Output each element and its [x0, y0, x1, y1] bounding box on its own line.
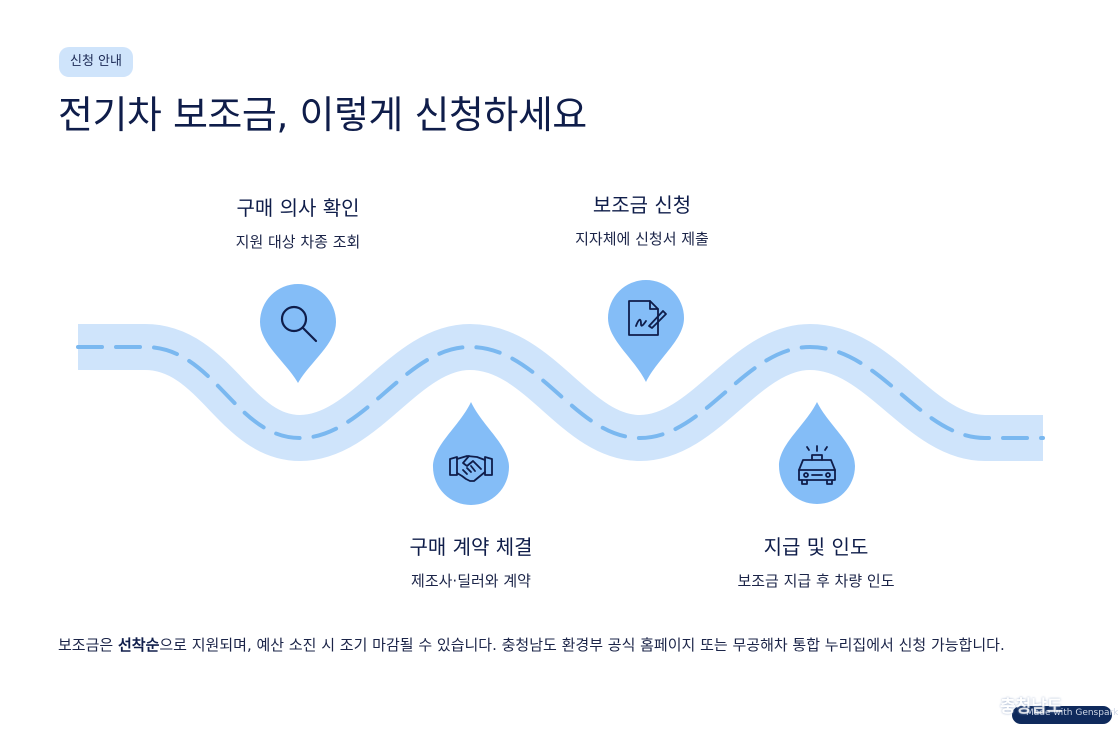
car-icon — [798, 445, 836, 485]
page-title: 전기차 보조금, 이렇게 신청하세요 — [58, 93, 587, 137]
road-center-line — [76, 344, 1045, 441]
step-2-subtitle: 제조사·딜러와 계약 — [411, 572, 531, 590]
step-1-pin — [260, 284, 336, 383]
handshake-icon — [449, 455, 493, 482]
note-emphasis: 선착순 — [117, 636, 160, 654]
document-sign-icon — [628, 300, 667, 336]
step-3-title: 보조금 신청 — [592, 193, 692, 217]
step-3-subtitle: 지자체에 신청서 제출 — [575, 230, 709, 248]
step-4-subtitle: 보조금 지급 후 차량 인도 — [737, 572, 895, 590]
step-1-label: 구매 의사 확인 지원 대상 차종 조회 — [168, 192, 428, 252]
info-note: 보조금은 선착순으로 지원되며, 예산 소진 시 조기 마감될 수 있습니다. … — [58, 632, 1063, 659]
step-1-title: 구매 의사 확인 — [236, 196, 360, 220]
step-2-title: 구매 계약 체결 — [409, 535, 533, 559]
note-text-before: 보조금은 — [58, 636, 118, 654]
step-2-pin — [433, 402, 509, 505]
step-4-title: 지급 및 인도 — [763, 535, 869, 559]
step-1-subtitle: 지원 대상 차종 조회 — [235, 233, 361, 251]
made-with-text[interactable]: Made with Genspark — [1026, 708, 1119, 718]
province-logo: 충청남도 — [1000, 697, 1063, 717]
magnifier-icon — [280, 305, 318, 343]
step-3-label: 보조금 신청 지자체에 신청서 제출 — [512, 189, 772, 249]
section-badge: 신청 안내 — [59, 47, 133, 77]
step-4-label: 지급 및 인도 보조금 지급 후 차량 인도 — [686, 531, 946, 591]
note-text-after: 으로 지원되며, 예산 소진 시 조기 마감될 수 있습니다. 충청남도 환경부… — [159, 636, 1005, 654]
step-4-pin — [779, 402, 855, 504]
made-with-badge[interactable] — [1012, 706, 1112, 724]
step-3-pin — [608, 280, 684, 382]
step-2-label: 구매 계약 체결 제조사·딜러와 계약 — [341, 531, 601, 591]
